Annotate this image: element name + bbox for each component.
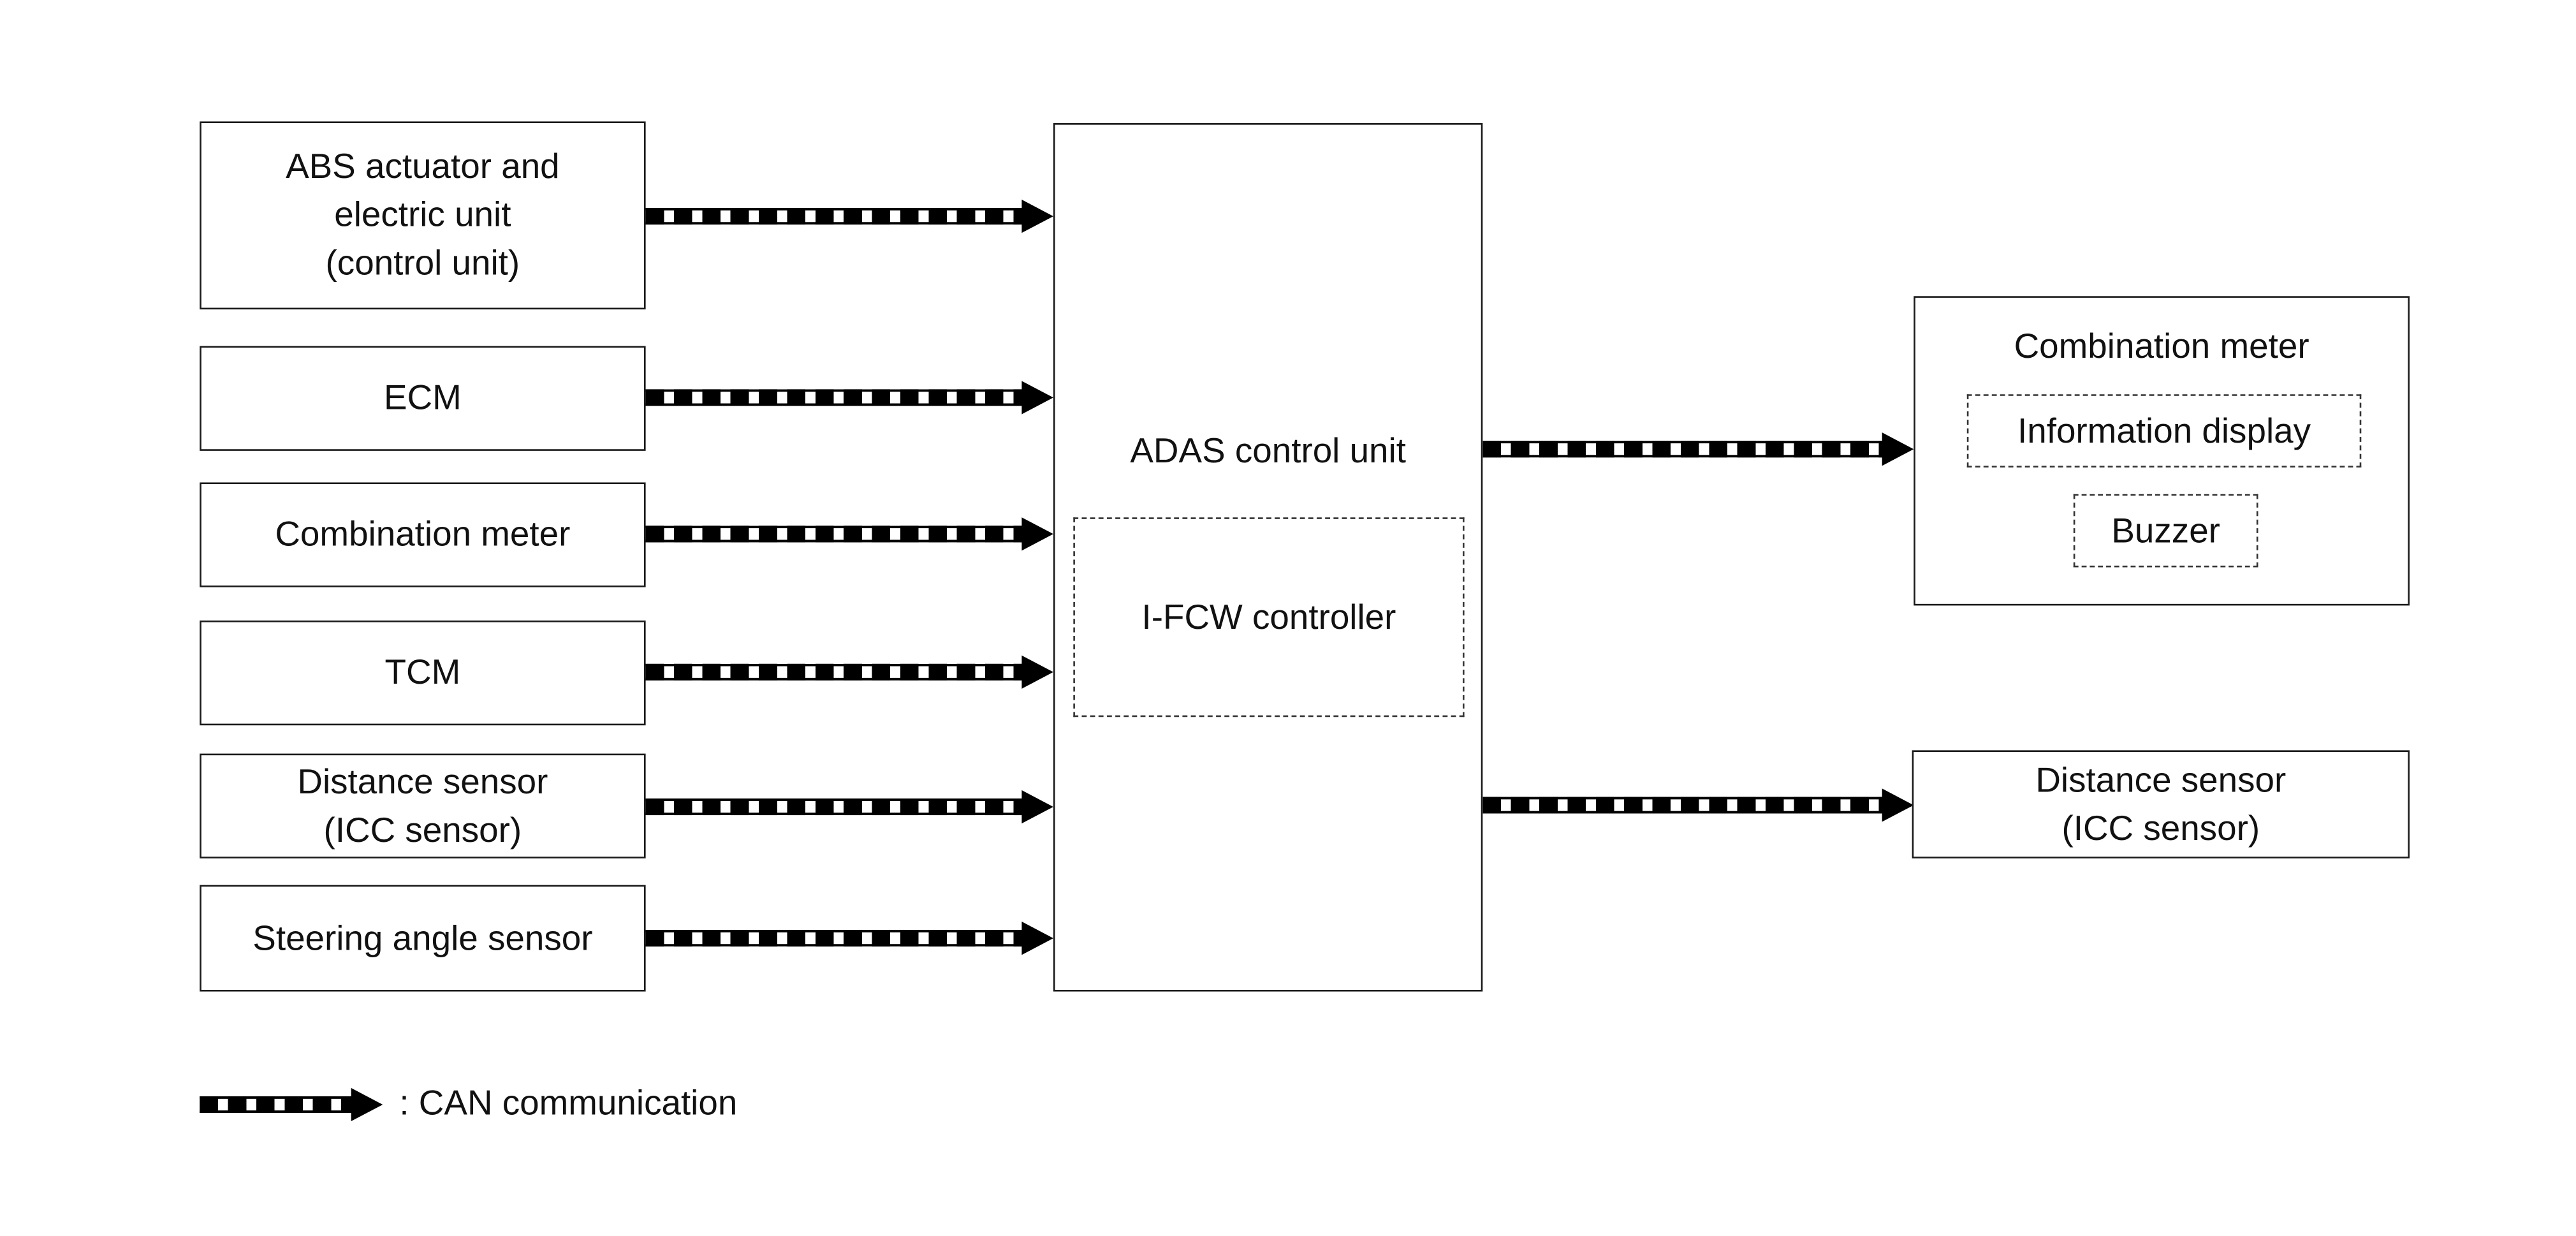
abs-actuator-box: ABS actuator and electric unit (control … — [200, 121, 646, 310]
can-arrow-distance-sensor-input — [645, 788, 1054, 825]
i-fcw-controller-label: I-FCW controller — [1141, 598, 1396, 636]
can-arrow-to-distance-sensor — [1482, 787, 1914, 823]
steering-angle-sensor-box: Steering angle sensor — [200, 885, 646, 992]
distance-sensor-output-label-line1: Distance sensor — [2035, 761, 2287, 800]
combination-meter-output-title: Combination meter — [2014, 327, 2309, 366]
i-fcw-controller-box: I-FCW controller — [1073, 517, 1465, 717]
buzzer-box: Buzzer — [2073, 494, 2258, 568]
can-arrow-to-combination-meter — [1482, 431, 1914, 467]
tcm-label: TCM — [384, 654, 461, 693]
ecm-label: ECM — [383, 379, 462, 418]
buzzer-label: Buzzer — [2111, 511, 2220, 550]
can-arrow-abs — [645, 198, 1054, 234]
distance-sensor-output-box: Distance sensor (ICC sensor) — [1912, 750, 2410, 858]
legend-can-communication-label: : CAN communication — [399, 1084, 738, 1123]
legend-can-arrow — [200, 1086, 383, 1122]
can-arrow-steering-angle-sensor — [645, 920, 1054, 956]
tcm-box: TCM — [200, 620, 646, 726]
adas-control-unit-title: ADAS control unit — [1130, 432, 1406, 471]
can-arrow-tcm — [645, 654, 1054, 690]
adas-control-unit-box: ADAS control unit I-FCW controller — [1053, 123, 1483, 992]
steering-angle-sensor-label: Steering angle sensor — [252, 919, 593, 958]
combination-meter-input-box: Combination meter — [200, 482, 646, 587]
can-arrow-ecm — [645, 379, 1054, 416]
ecm-box: ECM — [200, 346, 646, 451]
can-arrow-combination-meter-input — [645, 516, 1054, 552]
distance-sensor-input-label-line2: (ICC sensor) — [323, 811, 522, 850]
distance-sensor-output-label-line2: (ICC sensor) — [2061, 809, 2260, 848]
abs-actuator-label-line2: electric unit — [334, 196, 511, 235]
combination-meter-output-box: Combination meter Information display Bu… — [1914, 296, 2410, 606]
combination-meter-input-label: Combination meter — [275, 515, 571, 554]
information-display-box: Information display — [1966, 394, 2362, 467]
distance-sensor-input-box: Distance sensor (ICC sensor) — [200, 753, 646, 858]
distance-sensor-input-label-line1: Distance sensor — [297, 762, 548, 801]
abs-actuator-label-line3: (control unit) — [325, 244, 520, 283]
abs-actuator-label-line1: ABS actuator and — [286, 148, 560, 187]
information-display-label: Information display — [2017, 411, 2311, 450]
